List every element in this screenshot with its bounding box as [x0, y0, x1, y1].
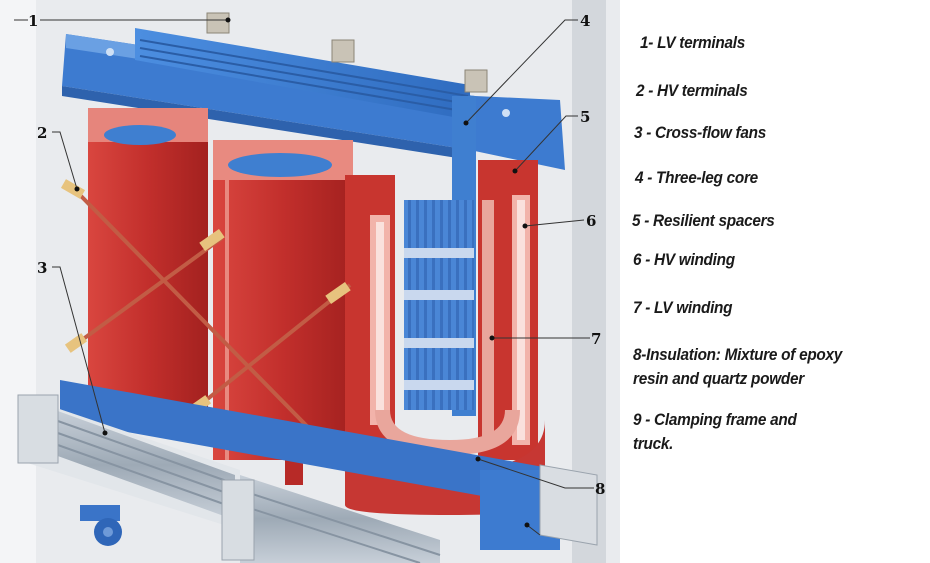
clamping-frame-top	[62, 28, 565, 170]
callout-8: 8	[595, 480, 605, 498]
legend-item-8-cont: resin and quartz powder	[633, 370, 804, 388]
legend-item-5: 5 - Resilient spacers	[632, 212, 775, 230]
legend-item-8: 8-Insulation: Mixture of epoxy	[633, 346, 843, 364]
legend-item-1: 1- LV terminals	[640, 34, 745, 52]
leader-dots	[74, 17, 530, 528]
coil-middle	[213, 140, 353, 485]
callout-2: 2	[37, 124, 47, 142]
three-leg-core	[404, 96, 476, 416]
clamping-frame-bottom	[60, 380, 598, 550]
legend-item-9: 9 - Clamping frame and	[633, 411, 797, 429]
legend-item-4: 4 - Three-leg core	[635, 169, 758, 187]
callout-1: 1	[28, 12, 38, 30]
lv-terminals	[206, 12, 488, 93]
truck-wheel	[80, 505, 122, 546]
callout-4: 4	[580, 12, 590, 30]
callout-5: 5	[580, 108, 590, 126]
left-panel-strip	[0, 0, 36, 563]
callout-numbers: 1 2 3 4 5 6 7 8	[28, 12, 605, 498]
legend: 1- LV terminals 2 - HV terminals 3 - Cro…	[628, 0, 928, 563]
leader-lines	[14, 19, 594, 536]
callout-7: 7	[591, 330, 601, 348]
coil-left	[88, 108, 208, 430]
right-panel-strip	[572, 0, 606, 563]
legend-item-7: 7 - LV winding	[633, 299, 733, 317]
legend-item-3: 3 - Cross-flow fans	[634, 124, 766, 142]
callout-6: 6	[586, 212, 596, 230]
legend-item-2: 2 - HV terminals	[636, 82, 748, 100]
legend-item-9-cont: truck.	[633, 435, 674, 453]
callout-3: 3	[37, 259, 47, 277]
cross-flow-fans	[17, 394, 441, 563]
legend-item-6: 6 - HV winding	[633, 251, 735, 269]
transformer-illustration: 1 2 3 4 5 6 7 8	[0, 0, 620, 563]
